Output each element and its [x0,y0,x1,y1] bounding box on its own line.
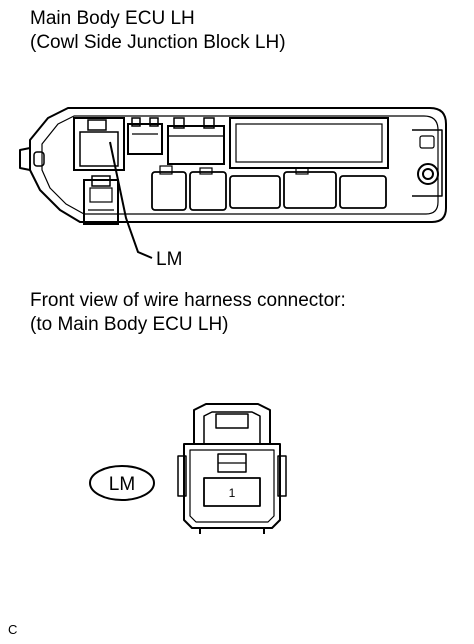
figure-code: C [8,622,17,637]
ecu-connector-2 [127,117,163,155]
lm-harness-plug [83,175,119,225]
ecu-subtitle: (Cowl Side Junction Block LH) [30,32,286,53]
ecu-connector-3 [167,117,225,165]
ecu-title: Main Body ECU LH [30,8,195,29]
front-view-caption: Front view of wire harness connector: [30,290,346,311]
harness-connector-front-view [177,403,287,534]
lm-connector-port [73,117,125,171]
ecu-bottom-connectors [151,165,387,211]
ecu-top-connectors [73,117,389,171]
lm-leader-line [109,141,153,259]
connector-code-label: LM [109,474,135,495]
front-view-subcaption: (to Main Body ECU LH) [30,314,229,335]
connector-code-badge: LM [89,465,155,501]
ecu-large-block [229,117,389,169]
terminal-number-1: 1 [229,486,236,500]
lm-callout-label: LM [156,249,182,270]
ecu-body [19,107,447,223]
